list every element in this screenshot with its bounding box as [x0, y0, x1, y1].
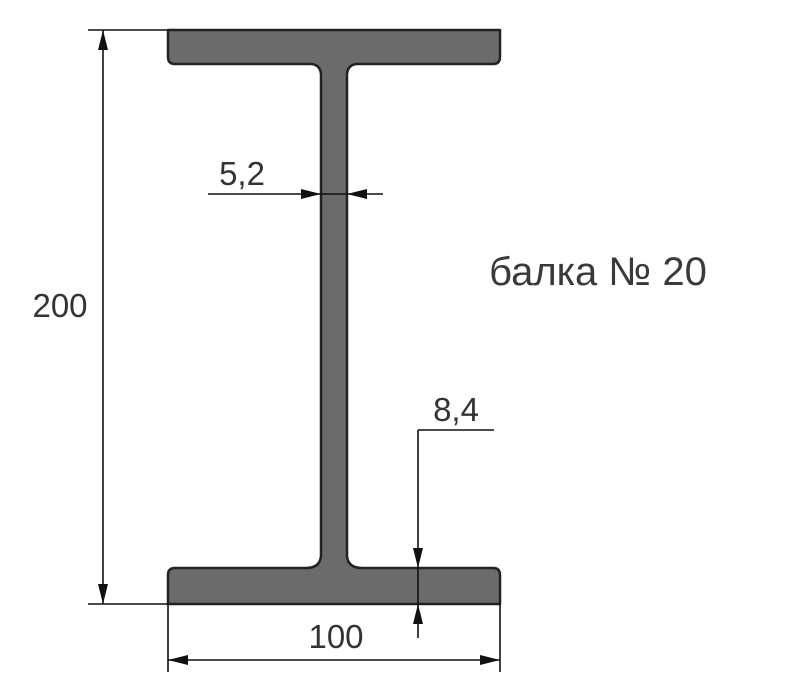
height-arrow-top: [98, 30, 108, 50]
web-thickness-label: 5,2: [219, 155, 265, 192]
width-arrow-left: [168, 655, 188, 665]
width-dimension: 100: [167, 604, 501, 672]
flange-thickness-label: 8,4: [433, 391, 479, 428]
web-thickness-arrow-left: [301, 189, 321, 199]
height-dimension: 200: [32, 29, 168, 605]
flange-thickness-arrow-top: [413, 548, 423, 568]
width-arrow-right: [480, 655, 500, 665]
height-label: 200: [32, 287, 87, 324]
web-thickness-dimension: 5,2: [208, 155, 383, 199]
web-thickness-arrow-right: [347, 189, 367, 199]
height-arrow-bottom: [98, 584, 108, 604]
beam-title: балка № 20: [489, 250, 707, 294]
width-label: 100: [308, 618, 363, 655]
flange-thickness-dimension: 8,4: [413, 391, 494, 638]
i-beam-section: [166, 28, 502, 606]
flange-thickness-arrow-bottom: [413, 604, 423, 624]
